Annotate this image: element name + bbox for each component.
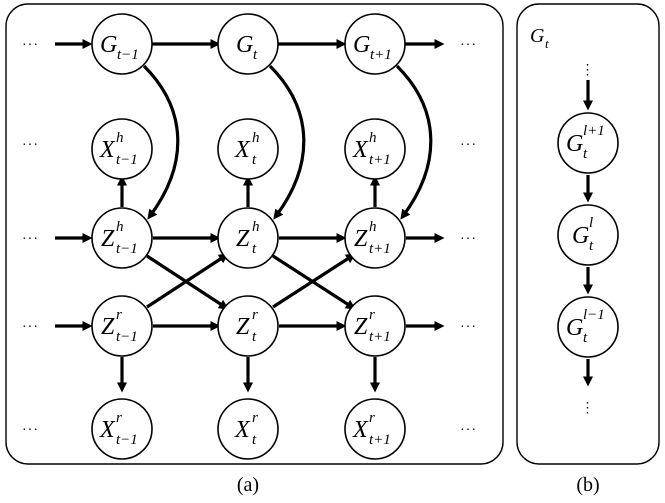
node-sub: t+1 [369,329,391,345]
node-sub: t+1 [370,47,392,63]
node-base: Z [354,314,368,340]
node-sup: r [369,307,375,323]
panel-b-ellipsis-bottom: ⋮ [581,401,596,416]
node-xr-next: X t+1 r [344,398,406,460]
node-sup: h [252,130,260,146]
node-base: X [234,137,251,163]
node-xr-curr: X t r [217,398,279,460]
node-g-level: G t l [557,204,619,266]
node-g-curr: G t [217,13,279,75]
node-base: Z [354,226,368,252]
node-sup: l+1 [583,123,605,139]
node-base: G [236,32,253,58]
node-base: X [99,417,116,443]
node-base: G [566,315,583,341]
panel-a: ··· ··· ··· ··· ··· ··· ··· ··· ··· ··· … [5,3,504,496]
node-sub: t [252,432,257,448]
edge-g-prev-to-zh-curr [142,64,180,220]
panel-a-edges [55,39,445,393]
node-sup: r [252,307,258,323]
node-base: Z [236,314,250,340]
node-g-next: G t+1 [344,13,406,75]
node-base: G [100,32,117,58]
node-sub: t [252,241,257,257]
panel-b-ellipsis-top: ⋮ [581,63,596,78]
node-sub: t−1 [116,152,138,168]
node-sub: t−1 [116,329,138,345]
node-base: X [234,417,251,443]
node-base: X [99,137,116,163]
node-sub: t [252,152,257,168]
node-zh-prev: Z t−1 h [91,207,153,269]
node-sup: l [589,215,593,231]
node-sup: r [116,410,122,426]
node-sup: l−1 [583,307,605,323]
node-sup: h [116,219,124,235]
node-g-prev: G t−1 [91,13,153,75]
node-sup: r [369,410,375,426]
edge-zr-curr-to-zh-next [272,253,356,309]
node-xh-curr: X t h [217,118,279,180]
node-sub: t [253,47,258,63]
node-xh-prev: X t−1 h [91,118,153,180]
panel-a-nodes: G t−1 G t G t+1 X t−1 h X [91,13,406,460]
node-base: G [566,131,583,157]
node-zh-curr: Z t h [217,207,279,269]
node-base: Z [101,226,115,252]
ellipsis-left-row2: ··· [22,138,39,153]
node-base: X [352,417,369,443]
ellipsis-left-row5: ··· [22,423,39,438]
panel-b: G t ⋮ G t l+1 G t l G t l−1 ⋮ (b) [516,3,660,496]
ellipsis-left-row1: ··· [22,38,39,53]
ellipsis-left-row3: ··· [22,232,39,247]
panel-a-frame [5,3,504,465]
edge-zr-prev-to-zh-curr [146,253,229,309]
node-sub: t [589,238,594,254]
node-sup: r [252,410,258,426]
node-base: G [572,223,589,249]
node-sub: t−1 [117,47,139,63]
panel-a-caption: (a) [237,474,259,496]
panel-b-frame [516,3,660,465]
node-zr-curr: Z t r [217,295,279,357]
panel-b-title: G t [530,25,549,51]
panel-a-ellipses: ··· ··· ··· ··· ··· ··· ··· ··· ··· ··· [22,38,477,438]
node-base: X [352,137,369,163]
node-sup: h [369,130,377,146]
node-g-level-below: G t l−1 [557,296,619,358]
node-sub: t [252,329,257,345]
ellipsis-right-row2: ··· [460,138,477,153]
ellipsis-left-row4: ··· [22,320,39,335]
node-base: G [353,32,370,58]
ellipsis-right-row4: ··· [460,320,477,335]
node-g-level-above: G t l+1 [557,112,619,174]
node-sub: t−1 [116,241,138,257]
edge-g-curr-to-zh-next [268,64,306,220]
node-sup: r [116,307,122,323]
node-sub: t [545,36,549,51]
node-base: G [530,25,545,47]
node-zr-prev: Z t−1 r [91,295,153,357]
node-base: Z [236,226,250,252]
node-sub: t+1 [369,241,391,257]
node-sup: h [252,219,260,235]
node-sup: h [116,130,124,146]
ellipsis-right-row5: ··· [460,423,477,438]
node-sub: t−1 [116,432,138,448]
node-sub: t+1 [369,432,391,448]
edge-g-next-to-zh-after [395,64,433,220]
node-zh-next: Z t+1 h [344,207,406,269]
node-zr-next: Z t+1 r [344,295,406,357]
node-base: Z [101,314,115,340]
node-xh-next: X t+1 h [344,118,406,180]
ellipsis-right-row3: ··· [460,232,477,247]
node-sup: h [369,219,377,235]
node-sub: t [583,330,588,346]
node-xr-prev: X t−1 r [91,398,153,460]
panel-b-caption: (b) [576,474,599,496]
ellipsis-right-row1: ··· [460,38,477,53]
node-sub: t+1 [369,152,391,168]
node-sub: t [583,146,588,162]
